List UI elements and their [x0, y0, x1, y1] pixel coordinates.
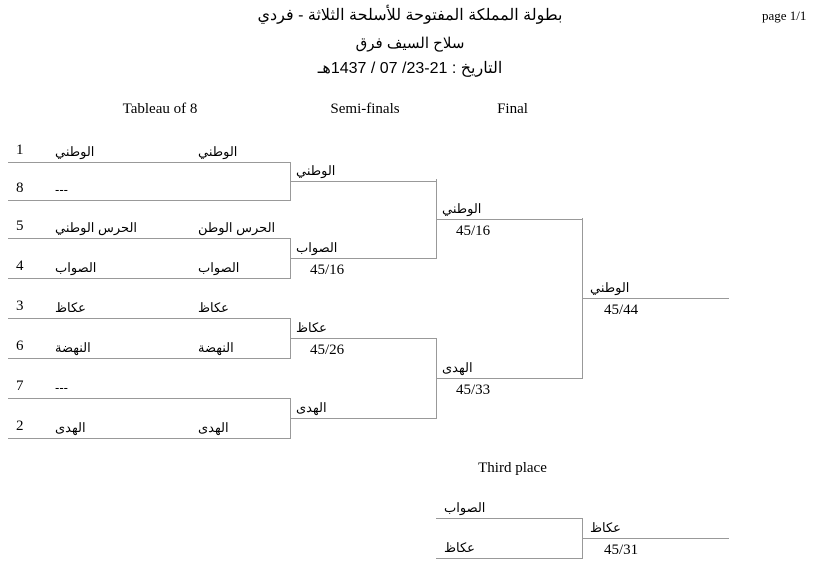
- seed-number: 5: [16, 218, 24, 234]
- final-name: الهدى: [442, 360, 473, 375]
- bracket-line: [8, 358, 291, 359]
- final-name: الوطني: [442, 200, 482, 216]
- winner-score: 45/44: [604, 302, 639, 318]
- semi-name: الصواب: [296, 240, 338, 255]
- bout-result: الهدى: [198, 420, 229, 435]
- tournament-title: بطولة المملكة المفتوحة للأسلحة الثلاثة -…: [257, 7, 563, 24]
- bout-result: الحرس الوطن: [198, 220, 276, 235]
- semi-score: 45/26: [310, 342, 345, 358]
- third-winner-name: عكاظ: [590, 520, 621, 535]
- round-tableau-of-8: Tableau of 8: [122, 101, 198, 117]
- bout-result: النهضة: [198, 340, 234, 355]
- seed-number: 2: [16, 418, 24, 434]
- bracket-line: [290, 181, 437, 182]
- seed-number: 3: [16, 298, 24, 314]
- fencer-name: ---: [55, 380, 68, 395]
- page-number: page 1/1: [762, 8, 807, 23]
- fencer-name: الوطني: [55, 144, 95, 159]
- date-line: التاريخ : 21-23/ 07 / 1437هـ: [317, 60, 503, 77]
- winner-name: الوطني: [590, 280, 630, 295]
- seed-number: 6: [16, 338, 24, 354]
- bracket-line: [290, 418, 437, 419]
- third-score: 45/31: [604, 542, 639, 558]
- round-final: Final: [497, 101, 528, 117]
- seed-number: 1: [16, 142, 24, 158]
- bout-result: الوطني: [198, 144, 238, 159]
- bracket-line: [8, 162, 291, 163]
- fencer-name: عكاظ: [55, 300, 86, 315]
- semi-name: الهدى: [296, 400, 327, 415]
- final-score: 45/33: [456, 382, 491, 398]
- seed-number: 4: [16, 258, 24, 274]
- bracket-line: [8, 238, 291, 239]
- weapon-subtitle: سلاح السيف فرق: [355, 35, 465, 52]
- fencer-name: الهدى: [55, 420, 86, 435]
- seed-number: 7: [16, 378, 24, 394]
- third-place-label: Third place: [478, 460, 547, 476]
- bracket-line: [8, 438, 291, 439]
- bracket-line: [436, 558, 583, 559]
- bracket-line: [436, 378, 583, 379]
- bracket-line: [436, 518, 583, 519]
- bracket-line: [582, 298, 729, 299]
- bracket-line: [8, 318, 291, 319]
- round-semi-finals: Semi-finals: [330, 101, 400, 117]
- fencer-name: ---: [55, 182, 68, 197]
- third-bottom-name: عكاظ: [444, 540, 475, 555]
- semi-score: 45/16: [310, 262, 345, 278]
- bout-result: عكاظ: [198, 300, 229, 315]
- bracket-line: [582, 538, 729, 539]
- fencer-name: الصواب: [55, 260, 97, 275]
- third-top-name: الصواب: [444, 500, 486, 515]
- fencer-name: النهضة: [55, 340, 91, 355]
- bracket-line: [8, 200, 291, 201]
- seed-number: 8: [16, 180, 24, 196]
- final-score: 45/16: [456, 222, 491, 239]
- semi-name: الوطني: [296, 163, 336, 178]
- fencer-name: الحرس الوطني: [55, 220, 138, 235]
- bracket-line: [8, 398, 291, 399]
- bracket-line: [436, 218, 583, 220]
- bracket-line: [290, 338, 437, 339]
- bracket-line: [8, 278, 291, 279]
- bracket-line: [290, 258, 437, 259]
- bout-result: الصواب: [198, 260, 240, 275]
- semi-name: عكاظ: [296, 320, 327, 335]
